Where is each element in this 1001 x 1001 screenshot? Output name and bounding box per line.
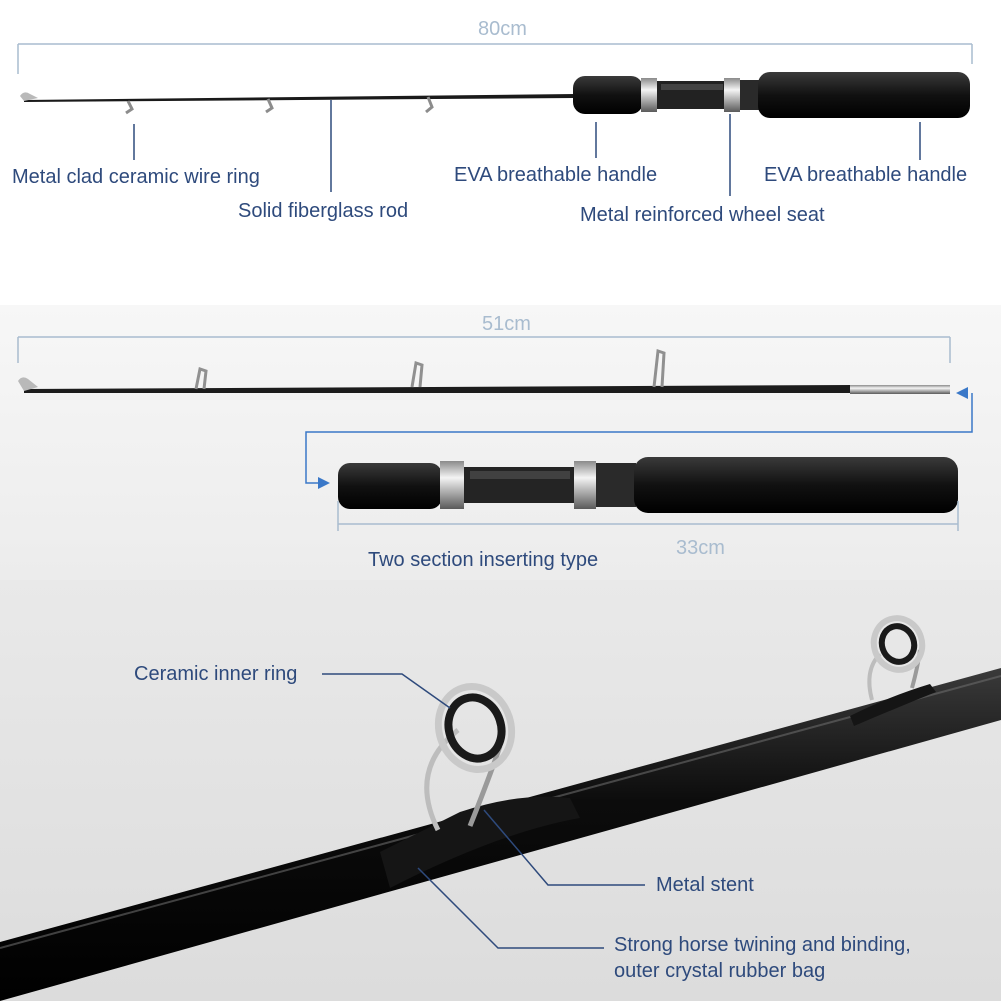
length-dimension-line bbox=[17, 43, 973, 74]
handle-section bbox=[338, 457, 958, 513]
two-section-panel: 51cm 33cm Two section inserting type bbox=[0, 305, 1001, 580]
guide-closeup-panel: Ceramic inner ring Metal stent Strong ho… bbox=[0, 580, 1001, 1001]
two-section-caption: Two section inserting type bbox=[368, 549, 599, 571]
binding-label-line1: Strong horse twining and binding, bbox=[614, 934, 911, 956]
guide-closeup-illustration bbox=[0, 615, 1001, 1001]
front-eva-grip bbox=[573, 76, 643, 114]
length-80cm-label: 80cm bbox=[478, 18, 527, 40]
length-33cm-label: 33cm bbox=[676, 537, 725, 559]
length-51cm-label: 51cm bbox=[482, 313, 531, 335]
binding-label-line2: outer crystal rubber bag bbox=[614, 960, 826, 982]
far-guide bbox=[850, 615, 936, 726]
insert-arrow bbox=[305, 387, 973, 489]
rear-eva-grip bbox=[758, 72, 970, 118]
metal-stent-label: Metal stent bbox=[656, 874, 754, 896]
tip-dimension-line bbox=[17, 336, 951, 363]
handle-dimension-line bbox=[337, 501, 959, 531]
fiberglass-rod-label: Solid fiberglass rod bbox=[238, 200, 409, 222]
reel-seat bbox=[641, 78, 760, 112]
assembled-rod-illustration bbox=[17, 43, 973, 196]
assembled-rod-panel: 80cm Metal clad ceramic wire ring Solid … bbox=[0, 0, 1001, 305]
closeup-callout-lines bbox=[322, 673, 645, 949]
ceramic-wire-ring-label: Metal clad ceramic wire ring bbox=[12, 166, 260, 188]
ceramic-inner-ring-label: Ceramic inner ring bbox=[134, 663, 298, 685]
callout-lines bbox=[133, 100, 921, 196]
rear-handle-label: EVA breathable handle bbox=[764, 164, 968, 186]
near-guide bbox=[380, 683, 580, 888]
rod-blank bbox=[20, 92, 575, 102]
wheel-seat-label: Metal reinforced wheel seat bbox=[580, 204, 825, 226]
two-section-illustration bbox=[17, 336, 973, 531]
front-handle-label: EVA breathable handle bbox=[454, 164, 658, 186]
line-guides bbox=[125, 96, 434, 115]
tip-section bbox=[18, 348, 950, 394]
